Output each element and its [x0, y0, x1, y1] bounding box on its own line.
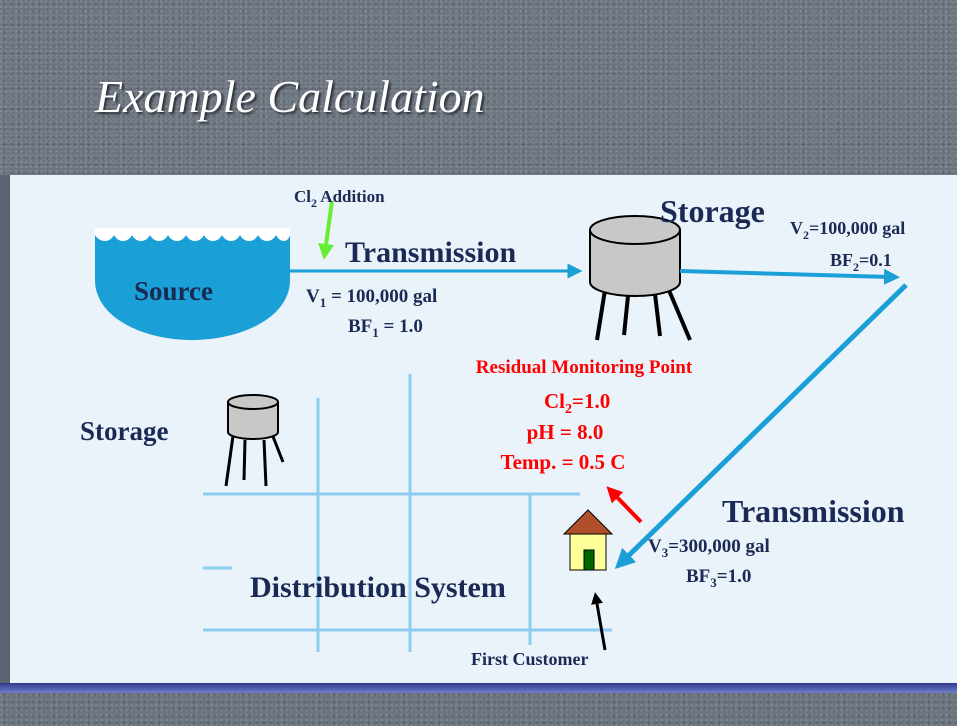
- source-reservoir-icon: [95, 228, 290, 340]
- distribution-grid: [203, 374, 612, 652]
- storage-main-label: Storage: [660, 193, 765, 229]
- cl2-addition-label: Cl2 Addition: [294, 187, 385, 210]
- slide-title: Example Calculation: [95, 71, 485, 122]
- transmission-pipe-3: [614, 283, 908, 569]
- first-customer-arrow: [591, 592, 607, 651]
- house-icon: [562, 509, 614, 571]
- transmission-label-1: Transmission: [345, 236, 516, 269]
- residual-monitoring-heading: Residual Monitoring Point: [476, 357, 693, 378]
- residual-temp-label: Temp. = 0.5 C: [501, 450, 626, 474]
- first-customer-label: First Customer: [471, 649, 588, 669]
- bf2-label: BF2=0.1: [830, 250, 892, 274]
- v1-label: V1 = 100,000 gal: [306, 286, 437, 310]
- distribution-system-label: Distribution System: [250, 571, 506, 604]
- residual-cl2-label: Cl2=1.0: [544, 389, 610, 417]
- monitoring-point-arrow: [606, 486, 643, 524]
- storage-small-label: Storage: [80, 416, 168, 446]
- storage-tank-small-icon: [224, 394, 285, 487]
- v3-label: V3=300,000 gal: [648, 536, 770, 560]
- footer-rule: [0, 683, 957, 693]
- transmission-label-2: Transmission: [722, 493, 905, 529]
- source-label: Source: [134, 276, 213, 306]
- bf3-label: BF3=1.0: [686, 566, 751, 590]
- cl2-addition-arrow: [318, 200, 335, 260]
- bf1-label: BF1 = 1.0: [348, 316, 423, 340]
- header-band: [0, 0, 957, 175]
- residual-ph-label: pH = 8.0: [527, 420, 604, 444]
- storage-tank-main-icon: [589, 215, 692, 341]
- transmission-pipe-2: [679, 268, 900, 285]
- v2-label: V2=100,000 gal: [790, 218, 905, 242]
